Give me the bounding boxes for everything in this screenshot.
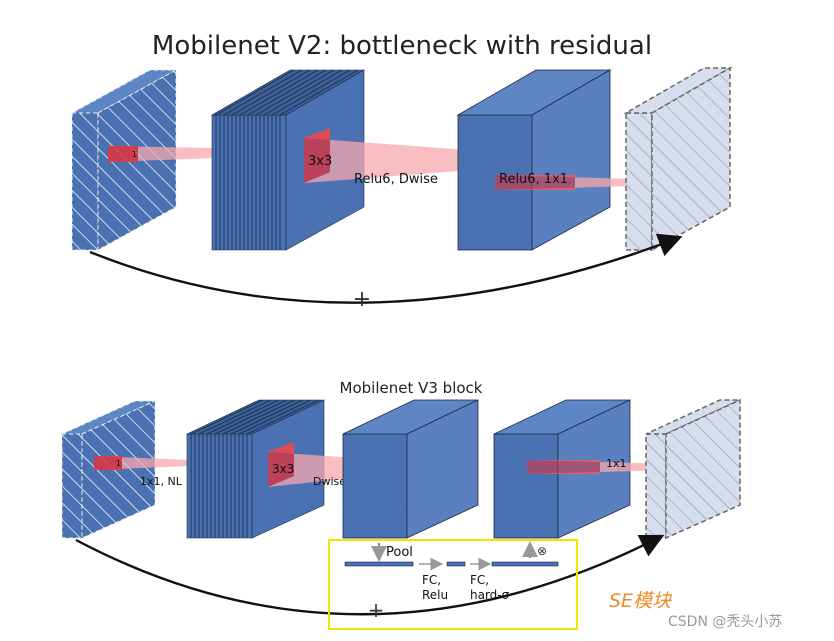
se-module-annotation: SE模块 [609, 590, 672, 612]
v2-kernel-3x3 [304, 128, 330, 183]
se-multiply-icon: ⊗ [537, 544, 547, 558]
v2-projection-2 [304, 128, 575, 183]
v3-kernel-1 [94, 456, 122, 470]
v2-kernel-3x3-label: 3x3 [308, 154, 332, 169]
v2-projection-3 [495, 175, 668, 190]
v3-middle-block-1 [342, 399, 479, 539]
v2-kernel-1-label: 1 [132, 150, 137, 159]
se-fc-relu-label-2: Relu [422, 588, 448, 602]
v3-label-1x1-nl: 1x1, NL [140, 475, 183, 488]
v3-kernel-3x3-label: 3x3 [272, 462, 294, 476]
v3-kernel-3x3 [268, 442, 294, 487]
v3-residual-arrow [75, 534, 665, 616]
v2-label-dwise: Relu6, Dwise [354, 172, 438, 187]
v3-kernel-1-label: 1 [116, 459, 121, 468]
v3-projection-1 [94, 456, 190, 470]
v2-plus-sign: + [353, 287, 371, 312]
se-pool-bar [344, 561, 414, 567]
se-fc-hard-label-1: FC, [470, 573, 489, 587]
se-pool-label: Pool [386, 545, 413, 560]
v3-projection-3 [527, 460, 705, 474]
se-fc-hard-bar [491, 561, 559, 567]
se-fc-relu-bar [446, 561, 466, 567]
se-module-box [328, 539, 578, 630]
v3-output-block [645, 398, 741, 540]
v2-output-block [623, 66, 733, 252]
v2-residual-arrow [89, 233, 683, 304]
v3-kernel-1x1 [527, 460, 600, 474]
v3-label-1x1: 1x1 [606, 457, 627, 470]
v2-middle-block [456, 69, 612, 251]
v3-plus-sign: + [368, 598, 385, 622]
v2-projection-1 [108, 146, 216, 162]
v2-kernel-1 [108, 146, 138, 162]
v3-title: Mobilenet V3 block [340, 379, 483, 397]
v2-kernel-1x1 [495, 175, 575, 190]
v2-label-1x1: Relu6, 1x1 [499, 172, 568, 187]
se-fc-hard-label-2: hard-σ [470, 588, 510, 602]
se-fc-relu-label-1: FC, [422, 573, 441, 587]
v2-title: Mobilenet V2: bottleneck with residual [152, 31, 652, 61]
watermark: CSDN @秃头小苏 [668, 614, 783, 630]
